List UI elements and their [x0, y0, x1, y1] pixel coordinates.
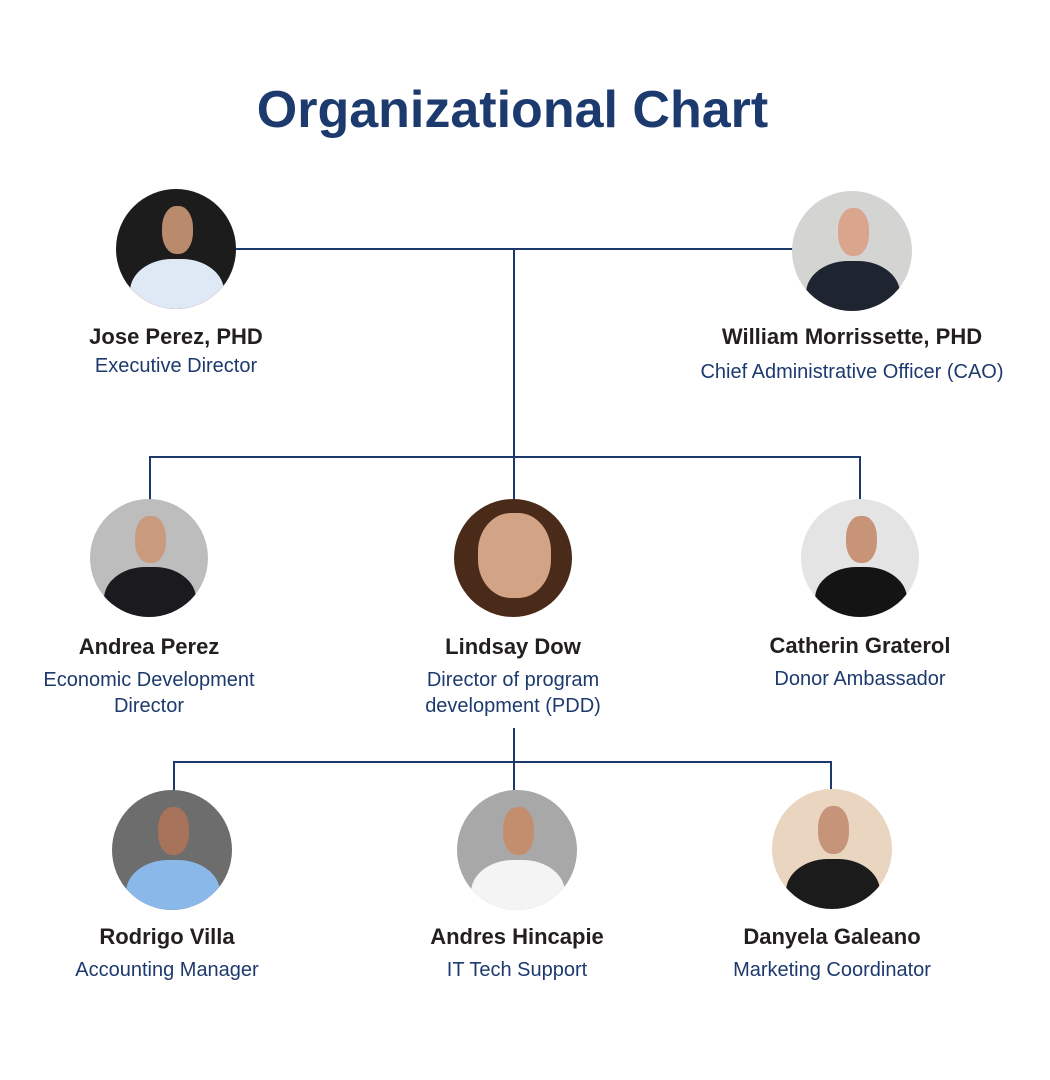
person-name: Lindsay Dow [445, 634, 581, 659]
person-role: Executive Director [94, 355, 258, 377]
person-role: Director of program development (PDD) [313, 667, 713, 719]
person-danyela-galeano: Danyela Galeano Marketing Coordinator [632, 923, 1032, 983]
role-line: Director [113, 695, 184, 717]
person-role: IT Tech Support [446, 959, 588, 981]
person-name: William Morrissette, PHD [721, 324, 983, 349]
role-line: Economic Development [43, 669, 255, 691]
person-name: Catherin Graterol [769, 633, 951, 658]
photo-william-morrissette [792, 191, 912, 311]
connector-line [513, 249, 515, 458]
connector-line [149, 456, 151, 500]
role-line: Director of program [426, 669, 600, 691]
photo-catherin-graterol [801, 499, 919, 617]
person-name: Andres Hincapie [430, 924, 604, 949]
photo-rodrigo-villa [112, 790, 232, 910]
person-lindsay-dow: Lindsay Dow Director of program developm… [313, 633, 713, 719]
photo-andrea-perez [90, 499, 208, 617]
person-name: Andrea Perez [78, 634, 220, 659]
page-title: Organizational Chart [256, 81, 769, 139]
person-catherin-graterol: Catherin Graterol Donor Ambassador [660, 632, 1050, 692]
person-andrea-perez: Andrea Perez Economic Development Direct… [0, 633, 349, 719]
connector-line [513, 456, 515, 500]
photo-andres-hincapie [457, 790, 577, 910]
person-jose-perez: Jose Perez, PHD Executive Director [0, 323, 376, 379]
connector-line [513, 728, 515, 790]
photo-danyela-galeano [772, 789, 892, 909]
person-role: Chief Administrative Officer (CAO) [700, 361, 1004, 383]
person-name: Rodrigo Villa [99, 924, 235, 949]
connector-line [859, 456, 861, 500]
person-role: Economic Development Director [0, 667, 349, 719]
connector-line [149, 456, 861, 458]
person-name: Jose Perez, PHD [89, 324, 263, 349]
connector-line [830, 761, 832, 791]
person-andres-hincapie: Andres Hincapie IT Tech Support [317, 923, 717, 983]
role-line: development (PDD) [425, 695, 601, 717]
person-william-morrissette: William Morrissette, PHD Chief Administr… [652, 323, 1050, 385]
connector-line [173, 761, 175, 791]
photo-lindsay-dow [454, 499, 572, 617]
person-role: Accounting Manager [75, 959, 259, 981]
connector-line [173, 761, 832, 763]
person-role: Marketing Coordinator [733, 959, 931, 981]
photo-jose-perez [116, 189, 236, 309]
person-role: Donor Ambassador [774, 668, 946, 690]
person-name: Danyela Galeano [743, 924, 921, 949]
person-rodrigo-villa: Rodrigo Villa Accounting Manager [0, 923, 367, 983]
